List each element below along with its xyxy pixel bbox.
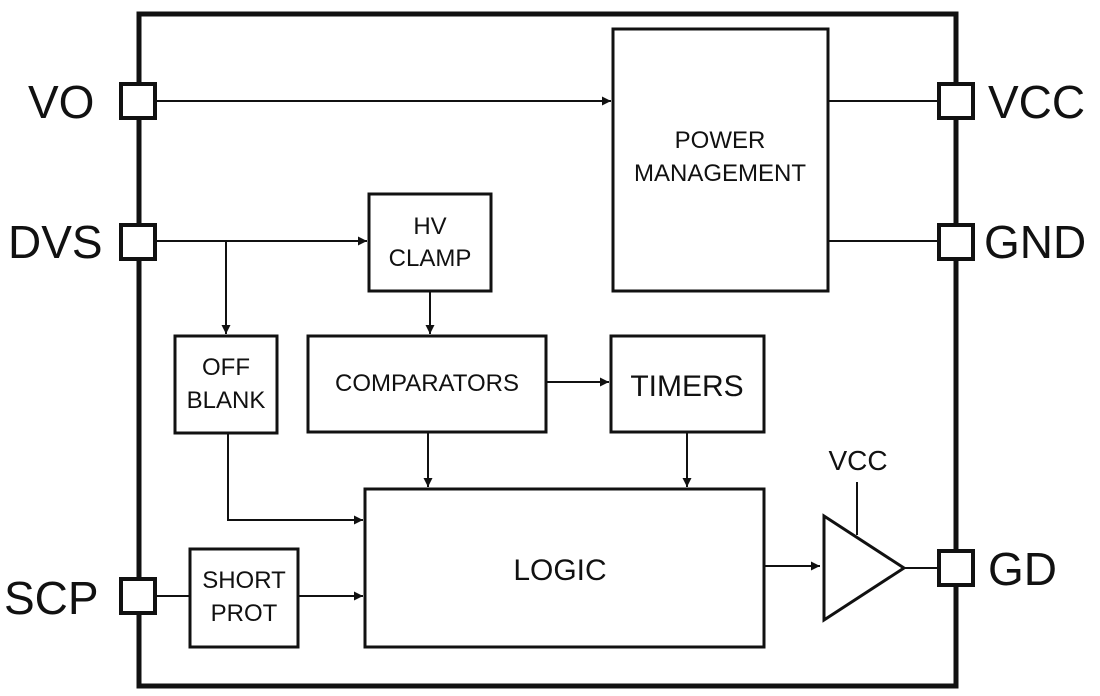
comparators-block: COMPARATORS (306, 334, 548, 434)
power-management-block: POWER MANAGEMENT (611, 27, 830, 293)
pin-pad-scp (119, 577, 157, 615)
power-management-label-line1: POWER (675, 127, 766, 154)
pin-pad-gd (937, 549, 975, 587)
off-blank-label-line2: BLANK (187, 387, 266, 414)
logic-block: LOGIC (363, 487, 766, 649)
off-blank-block: OFF BLANK (173, 334, 279, 435)
short-prot-label-line1: SHORT (202, 567, 286, 594)
pin-label-gnd: GND (984, 216, 1086, 268)
off-blank-label-line1: OFF (202, 354, 250, 381)
comparators-label: COMPARATORS (335, 370, 519, 397)
short-prot-block: SHORT PROT (188, 547, 300, 649)
chip-outline (136, 11, 959, 689)
pin-label-vcc: VCC (988, 76, 1085, 128)
pin-label-scp: SCP (4, 572, 99, 624)
signal-wires (157, 96, 937, 601)
buffer-triangle-icon (822, 513, 907, 623)
pin-label-gd: GD (988, 543, 1057, 595)
timers-block: TIMERS (609, 334, 766, 434)
pin-pad-gnd (937, 223, 975, 261)
pin-label-vo: VO (28, 76, 94, 128)
pin-pad-vcc (937, 82, 975, 120)
hv-clamp-label-line1: HV (413, 213, 446, 240)
hv-clamp-label-line2: CLAMP (389, 245, 472, 272)
pin-pad-vo (119, 82, 157, 120)
driver-vcc-label: VCC (828, 445, 887, 476)
hv-clamp-block: HV CLAMP (367, 192, 493, 293)
short-prot-label-line2: PROT (211, 600, 278, 627)
pin-label-dvs: DVS (8, 216, 103, 268)
gate-driver-buffer: VCC (822, 445, 907, 623)
pin-pad-dvs (119, 223, 157, 261)
timers-label: TIMERS (630, 370, 743, 403)
wire-off-blank-to-logic (227, 433, 363, 525)
power-management-label-line2: MANAGEMENT (634, 160, 806, 187)
logic-label: LOGIC (513, 554, 606, 587)
